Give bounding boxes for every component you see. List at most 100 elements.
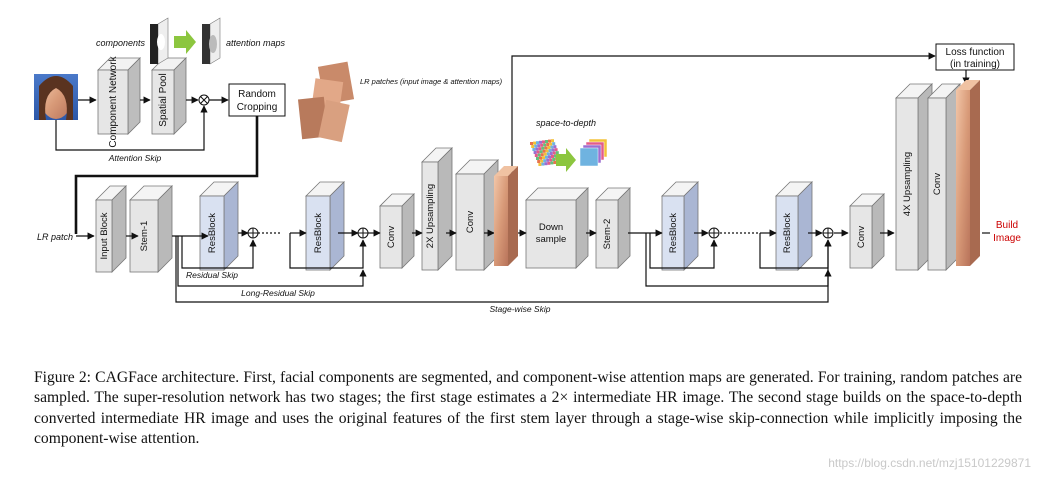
space-to-depth-cell [537, 160, 541, 163]
random-cropping-box: Random Cropping [228, 83, 286, 117]
space-to-depth-cell [543, 152, 547, 156]
components-label: components [96, 38, 146, 48]
space-to-depth-cell [541, 146, 545, 150]
space-to-depth-cell [554, 154, 557, 158]
multiply-node [198, 94, 210, 106]
conv-2-block: Conv [455, 159, 499, 271]
upsampling-4x-label: 4X Upsampling [902, 152, 913, 216]
space-to-depth-cell [539, 150, 543, 154]
conv-3-block: Conv [849, 193, 885, 269]
space-to-depth-cell [542, 156, 545, 160]
residual-skip-label: Residual Skip [186, 270, 238, 280]
conv-1-label: Conv [386, 226, 397, 248]
depth-cube [579, 138, 608, 167]
conv-3-label: Conv [856, 226, 867, 248]
space-to-depth-cell [550, 145, 554, 149]
svg-text:Random: Random [238, 89, 276, 100]
long-residual-skip-label: Long-Residual Skip [241, 288, 315, 298]
space-to-depth-cell [540, 143, 544, 147]
component-network-label: Component Network [108, 55, 119, 147]
space-to-depth-cell [549, 152, 553, 155]
svg-text:Loss function: Loss function [946, 47, 1005, 58]
space-to-depth-cell [539, 140, 542, 144]
space-to-depth-cell [540, 159, 544, 163]
space-to-depth-cell [545, 140, 548, 143]
space-to-depth-cell [549, 158, 553, 162]
space-to-depth-cell [544, 146, 548, 150]
input-block-block: Input Block [95, 185, 127, 273]
space-to-depth-cell [551, 155, 554, 158]
space-to-depth-cell [547, 161, 551, 165]
stem1-block-block: Stem-1 [129, 185, 173, 273]
space-to-depth-cell [552, 151, 556, 155]
space-to-depth-cell [546, 143, 550, 146]
space-to-depth-cell [536, 150, 540, 154]
space-to-depth-cell [548, 139, 551, 143]
space-to-depth-cell [555, 151, 559, 155]
green-arrow-icon [174, 30, 196, 54]
space-to-depth-cell [550, 161, 554, 165]
svg-text:Image: Image [993, 233, 1021, 244]
lr-patch-label: LR patch [37, 232, 73, 242]
resblock-1-block: ResBlock [199, 181, 239, 271]
space-to-depth-cell [533, 141, 536, 145]
output-hr-face [956, 80, 980, 266]
space-to-depth-cell [542, 149, 546, 153]
space-to-depth-cell [553, 161, 557, 164]
space-to-depth-cell [539, 156, 542, 160]
space-to-depth-cell [552, 158, 556, 161]
spatial-pool-block: Spatial Pool [151, 57, 187, 135]
conv-2-label: Conv [465, 211, 476, 233]
input-face-image [34, 74, 78, 120]
space-to-depth-cell [545, 155, 548, 159]
space-to-depth-cell [544, 162, 548, 166]
space-to-depth-cell [547, 146, 551, 149]
space-to-depth-cell [532, 148, 536, 151]
figure-caption: Figure 2: CAGFace architecture. First, f… [34, 369, 1022, 447]
add-node [247, 227, 259, 239]
lr-patches-stack [297, 61, 355, 143]
space-to-depth-cell [530, 142, 533, 145]
stem2-block-label: Stem-2 [602, 219, 613, 250]
resblock-2-block: ResBlock [305, 181, 345, 271]
stem2-block-block: Stem-2 [595, 187, 631, 269]
space-to-depth-cell [551, 148, 555, 152]
architecture-diagram: Component Network Spatial Pool Attention… [34, 17, 1021, 314]
space-to-depth-cell [537, 153, 541, 157]
attention-maps-label: attention maps [226, 38, 286, 48]
space-to-depth-cell [533, 151, 537, 154]
space-to-depth-cell [543, 143, 547, 147]
stem1-block-label: Stem-1 [139, 221, 150, 252]
space-to-depth-cell [546, 152, 550, 156]
space-to-depth-cell [540, 153, 544, 157]
space-to-depth-cell [536, 141, 539, 145]
green-arrow-icon [556, 148, 576, 172]
space-to-depth-cell [545, 149, 549, 153]
svg-text:Cropping: Cropping [237, 102, 278, 113]
space-to-depth-cell [552, 142, 556, 146]
space-to-depth-cell [543, 159, 547, 163]
input-block-label: Input Block [99, 212, 110, 259]
space-to-depth-cell [534, 144, 538, 148]
space-to-depth-cell [551, 139, 554, 143]
lr-patches-note: LR patches (input image & attention maps… [360, 77, 503, 86]
add-node [357, 227, 369, 239]
space-to-depth-cell [531, 145, 535, 148]
resblock-1-label: ResBlock [207, 213, 218, 253]
space-to-depth-cell [541, 162, 545, 166]
space-to-depth-cell [546, 158, 550, 162]
resblock-4-label: ResBlock [782, 213, 793, 253]
space-to-depth-cell [542, 140, 545, 144]
space-to-depth-cell [538, 147, 542, 151]
space-to-depth-cell [548, 149, 552, 152]
resblock-4-block: ResBlock [775, 181, 813, 271]
attention-map-thumb [202, 17, 221, 65]
stage-wise-skip-label: Stage-wise Skip [490, 304, 551, 314]
add-node [708, 227, 720, 239]
conv-4-label: Conv [932, 173, 943, 195]
upsampling-4x-block: 4X Upsampling [895, 83, 933, 271]
spatial-pool-label: Spatial Pool [158, 73, 169, 126]
